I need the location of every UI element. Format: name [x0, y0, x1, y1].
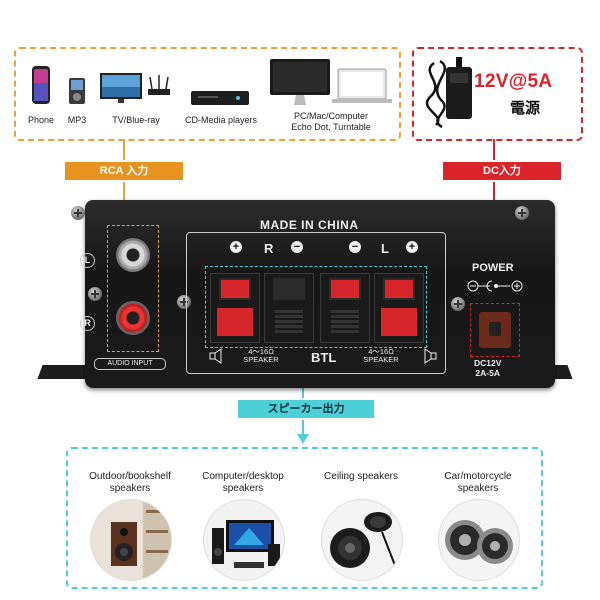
speaker-output-tag: スピーカー出力 [238, 400, 374, 418]
rca-jacks [107, 225, 159, 352]
terminal-l-plus[interactable] [374, 273, 424, 343]
bookshelf-speaker-icon [90, 499, 172, 581]
speaker-type-line1: Computer/desktop [202, 471, 284, 482]
speaker-terminal-frame [186, 232, 446, 374]
polarity-symbol-icon [467, 280, 523, 292]
plus-icon: + [406, 241, 418, 253]
speaker-right-impedance: 4～16Ω [368, 347, 394, 356]
speaker-types-box: Outdoor/bookshelf speakers Computer/desk… [66, 447, 543, 589]
computer-speaker-icon [203, 499, 285, 581]
minus-icon: − [349, 241, 361, 253]
dc-spec-line1: DC12V [474, 358, 502, 368]
dc-power-jack[interactable] [479, 312, 511, 348]
source-label-2: Echo Dot, Turntable [291, 122, 371, 132]
source-label: MP3 [67, 115, 87, 125]
made-in-label: MADE IN CHINA [260, 218, 359, 232]
speaker-type-label: Outdoor/bookshelf speakers [72, 471, 188, 495]
plus-icon: + [230, 241, 242, 253]
speaker-type-line1: Outdoor/bookshelf [89, 471, 171, 482]
speaker-type-label: Ceiling speakers [303, 471, 419, 483]
source-computer: PC/Mac/Computer Echo Dot, Turntable [266, 53, 396, 133]
power-label: 電源 [510, 100, 541, 117]
polarity-r: R [264, 241, 274, 256]
speaker-right-label: 4～16Ω SPEAKER [356, 348, 406, 364]
screw-icon [177, 295, 191, 309]
speaker-type-car: Car/motorcycle speakers [428, 471, 528, 581]
dc-spec-line2: 2A-5A [475, 368, 500, 378]
speaker-type-label: Car/motorcycle speakers [420, 471, 536, 495]
phone-icon [32, 66, 50, 104]
source-label: Phone [27, 115, 55, 125]
ceiling-speaker-icon [321, 499, 403, 581]
dc-spec-label: DC12V 2A-5A [474, 358, 501, 378]
source-tv: TV/Blue-ray [98, 61, 174, 131]
speaker-type-label: Computer/desktop speakers [185, 471, 301, 495]
speaker-terminals [205, 266, 427, 348]
speaker-type-ceiling: Ceiling speakers [311, 471, 411, 581]
screw-icon [515, 206, 529, 220]
speaker-type-line1: Ceiling speakers [324, 471, 398, 482]
screw-icon [451, 297, 465, 311]
media-player-icon [191, 91, 249, 105]
source-cd-player: CD-Media players [176, 61, 266, 131]
dc-jack-highlight [470, 303, 520, 357]
rca-jack-right[interactable] [116, 301, 150, 335]
mp3-player-icon [69, 78, 85, 104]
source-label: PC/Mac/Computer [293, 111, 369, 121]
audio-sources-box: Phone MP3 TV/Blue-ray CD-Media pl [14, 47, 401, 141]
power-label: POWER [472, 262, 514, 274]
speaker-type-line2: speakers [222, 483, 264, 494]
source-mp3: MP3 [62, 61, 92, 131]
dc-input-tag: DC入力 [443, 162, 561, 180]
power-rating: 12V@5A [474, 71, 553, 92]
polarity-l: L [381, 241, 389, 256]
car-speaker-icon [438, 499, 520, 581]
speaker-right-text: SPEAKER [363, 355, 399, 364]
channel-r-label: R [80, 316, 95, 331]
source-phone: Phone [24, 61, 58, 131]
speaker-symbol-icon [424, 348, 437, 364]
speaker-type-line1: Car/motorcycle [444, 471, 512, 482]
tv-icon [100, 73, 170, 103]
power-adapter-icon [425, 57, 472, 129]
computer-icon [270, 59, 392, 105]
speaker-arrow-icon [297, 434, 309, 444]
speaker-left-label: 4～16Ω SPEAKER [236, 348, 286, 364]
speaker-type-bookshelf: Outdoor/bookshelf speakers [80, 471, 180, 581]
btl-label: BTL [311, 350, 337, 365]
speaker-left-text: SPEAKER [243, 355, 279, 364]
source-label: CD-Media players [184, 115, 258, 125]
speaker-left-impedance: 4～16Ω [248, 347, 274, 356]
rca-jack-left[interactable] [116, 238, 150, 272]
channel-l-label: L [80, 253, 95, 268]
speaker-symbol-icon [209, 348, 222, 364]
terminal-r-plus[interactable] [210, 273, 260, 343]
terminal-r-minus[interactable] [264, 273, 314, 343]
speaker-type-line2: speakers [109, 483, 151, 494]
speaker-type-computer: Computer/desktop speakers [193, 471, 293, 581]
audio-input-label: AUDIO INPUT [94, 358, 166, 370]
speaker-type-line2: speakers [457, 483, 499, 494]
screw-icon [88, 287, 102, 301]
screw-icon [71, 206, 85, 220]
source-label: TV/Blue-ray [112, 115, 160, 125]
rca-input-tag: RCA 入力 [65, 162, 183, 180]
minus-icon: − [291, 241, 303, 253]
power-supply-box: 12V@5A 電源 [412, 47, 583, 141]
terminal-l-minus[interactable] [320, 273, 370, 343]
